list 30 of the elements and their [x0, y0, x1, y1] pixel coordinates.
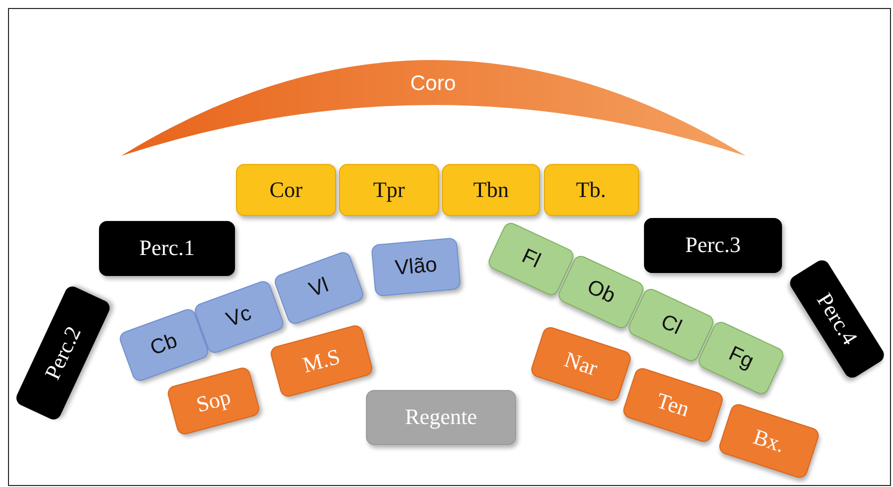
- section-label: Cl: [656, 310, 686, 340]
- section-label: Ten: [653, 388, 693, 422]
- section-label: Vl: [306, 274, 332, 302]
- instrument-position-box: [99, 220, 235, 276]
- section-label: Vc: [223, 302, 255, 332]
- section-label: Ob: [583, 275, 619, 309]
- section-label: Vlão: [394, 253, 438, 281]
- section-label: Perc.3: [685, 232, 741, 258]
- section-label: Cb: [147, 329, 181, 361]
- instrument-position-box: [236, 164, 336, 216]
- instrument-position-box: [339, 164, 439, 216]
- instrument-position-box: [370, 237, 462, 297]
- section-label: Tbn: [473, 177, 509, 203]
- section-label: Fl: [518, 244, 544, 274]
- section-label: Nar: [561, 346, 601, 382]
- section-label: Perc.2: [39, 322, 87, 384]
- section-label: Cor: [270, 177, 302, 203]
- instrument-position-box: [366, 390, 516, 444]
- instrument-position-box: [644, 218, 782, 272]
- section-label: Coro: [410, 72, 456, 96]
- section-label: Regente: [404, 404, 478, 430]
- section-label: Tb.: [576, 177, 606, 203]
- section-label: Perc.1: [139, 235, 195, 261]
- instrument-position-box: [544, 164, 638, 216]
- section-label: Bx.: [750, 424, 788, 458]
- section-label: Tpr: [373, 177, 405, 203]
- section-label: M.S: [300, 344, 342, 378]
- section-label: Sop: [193, 384, 233, 418]
- instrument-position-box: [442, 164, 540, 216]
- section-label: Fg: [724, 342, 758, 374]
